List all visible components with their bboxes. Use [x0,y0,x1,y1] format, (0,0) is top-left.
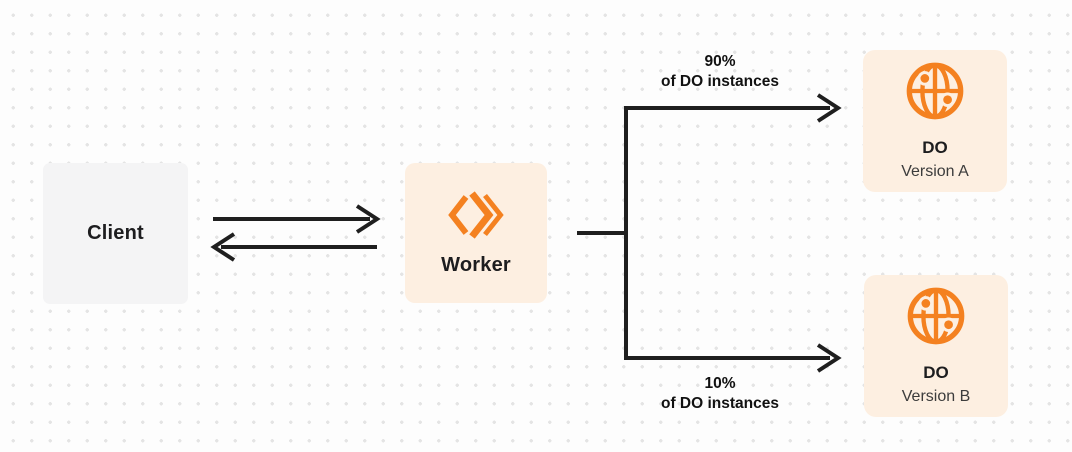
do-version-a-node: DO Version A [863,50,1007,192]
client-node-label: Client [87,222,144,244]
do-version-b-subtitle: Version B [901,388,971,405]
workers-logo-icon [447,190,505,240]
arrow-worker-to-client-head [210,232,236,262]
client-node: Client [43,163,188,304]
globe-icon [905,285,967,347]
split-bottom-percent: 10% [704,375,736,392]
do-version-a-subtitle: Version A [901,163,969,180]
do-version-a-title: DO [922,138,948,157]
split-top-percent: 90% [704,53,736,70]
worker-node: Worker [405,163,547,303]
do-version-b-node: DO Version B [864,275,1008,417]
split-top-caption: of DO instances [661,72,779,90]
split-branches [624,106,830,360]
split-bottom-caption: of DO instances [661,394,779,412]
split-top-label: 90% of DO instances [610,52,830,91]
do-version-b-title: DO [923,363,949,382]
globe-icon [904,60,966,122]
arrow-client-to-worker-head [355,204,381,234]
arrow-to-do-a-head [816,93,842,123]
split-bottom-label: 10% of DO instances [610,374,830,413]
arrow-to-do-b-head [816,343,842,373]
worker-node-label: Worker [441,253,511,276]
